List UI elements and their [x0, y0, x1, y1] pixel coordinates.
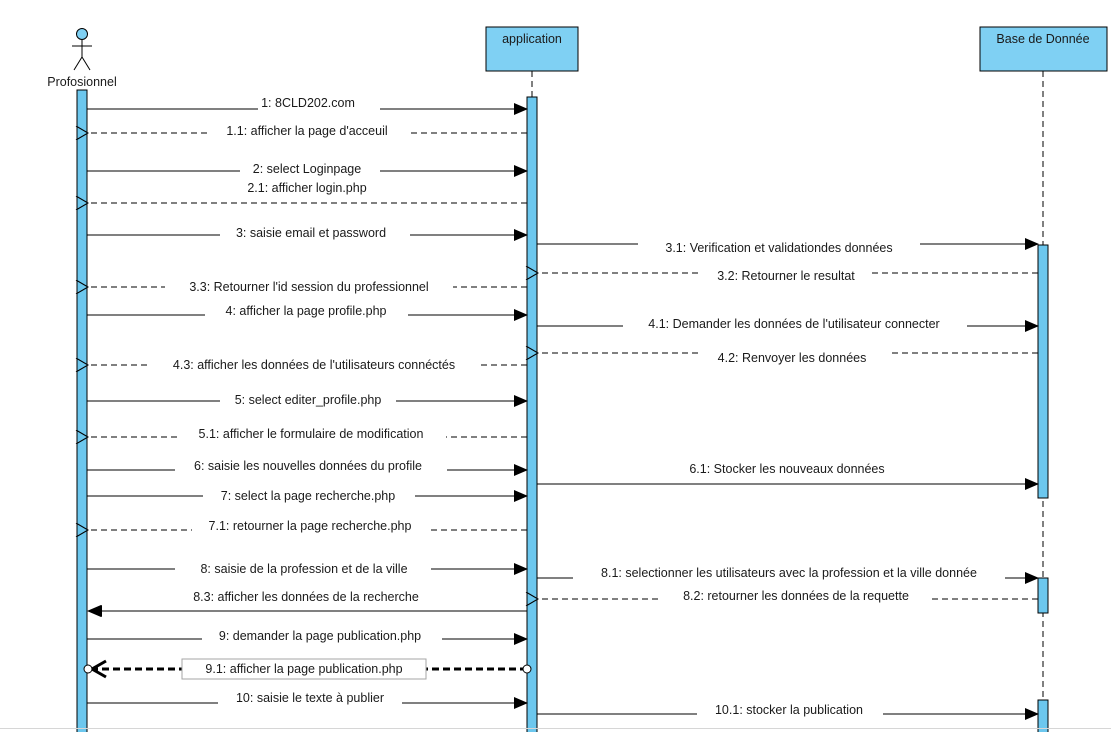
message-label: 8: saisie de la profession et de la vill… — [200, 562, 407, 576]
message-3[interactable]: 3: saisie email et password — [87, 224, 528, 242]
message-label: 9.1: afficher la page publication.php — [205, 662, 402, 676]
selection-handle-icon[interactable] — [83, 664, 93, 674]
message-4-3[interactable]: 4.3: afficher les données de l'utilisate… — [88, 356, 527, 374]
actor-head-icon — [76, 28, 88, 40]
message-6[interactable]: 6: saisie les nouvelles données du profi… — [87, 459, 528, 477]
message-7[interactable]: 7: select la page recherche.php — [87, 485, 528, 503]
actor-profosionnel[interactable]: Profosionnel — [47, 28, 117, 90]
message-4-1[interactable]: 4.1: Demander les données de l'utilisate… — [537, 316, 1039, 334]
message-9-1-selected[interactable]: 9.1: afficher la page publication.php — [83, 658, 532, 680]
message-label: 10.1: stocker la publication — [715, 703, 863, 717]
message-10-1[interactable]: 10.1: stocker la publication — [537, 703, 1039, 721]
message-label: 8.2: retourner les données de la requett… — [683, 589, 909, 603]
activation-application — [526, 96, 538, 732]
message-9[interactable]: 9: demander la page publication.php — [87, 628, 528, 646]
message-2-1[interactable]: 2.1: afficher login.php — [88, 181, 527, 203]
message-3-1[interactable]: 3.1: Verification et validationdes donné… — [537, 238, 1039, 256]
message-7-1[interactable]: 7.1: retourner la page recherche.php — [88, 517, 527, 535]
message-5[interactable]: 5: select editer_profile.php — [87, 390, 528, 408]
selection-handle-icon[interactable] — [522, 664, 532, 674]
message-5-1[interactable]: 5.1: afficher le formulaire de modificat… — [88, 426, 527, 444]
message-label: 3.3: Retourner l'id session du professio… — [189, 280, 428, 294]
message-label: 3.2: Retourner le resultat — [717, 269, 855, 283]
message-label: 1.1: afficher la page d'acceuil — [226, 124, 387, 138]
message-4-2[interactable]: 4.2: Renvoyer les données — [538, 349, 1038, 367]
message-label: 4.2: Renvoyer les données — [718, 351, 867, 365]
message-1[interactable]: 1: 8CLD202.com — [87, 95, 528, 115]
message-label: 5: select editer_profile.php — [235, 393, 382, 407]
message-label: 2: select Loginpage — [253, 162, 361, 176]
message-10[interactable]: 10: saisie le texte à publier — [87, 691, 528, 710]
message-4[interactable]: 4: afficher la page profile.php — [87, 304, 528, 322]
message-label: 3: saisie email et password — [236, 226, 386, 240]
message-label: 4.1: Demander les données de l'utilisate… — [648, 317, 939, 331]
activation-db-1 — [1037, 244, 1049, 499]
message-8[interactable]: 8: saisie de la profession et de la vill… — [87, 559, 528, 577]
message-label: 4.3: afficher les données de l'utilisate… — [173, 358, 455, 372]
message-label: 2.1: afficher login.php — [247, 181, 366, 195]
message-label: 10: saisie le texte à publier — [236, 691, 384, 705]
participant-label: application — [502, 32, 562, 46]
canvas-bottom-border — [0, 728, 1111, 729]
message-label: 5.1: afficher le formulaire de modificat… — [199, 427, 424, 441]
activation-db-3 — [1037, 699, 1049, 732]
message-3-2[interactable]: 3.2: Retourner le resultat — [538, 267, 1038, 285]
message-label: 8.3: afficher les données de la recherch… — [193, 590, 419, 604]
message-label: 9: demander la page publication.php — [219, 629, 421, 643]
message-6-1[interactable]: 6.1: Stocker les nouveaux données — [537, 462, 1039, 490]
message-3-3[interactable]: 3.3: Retourner l'id session du professio… — [88, 278, 527, 296]
participant-base-de-donnee[interactable]: Base de Donnée — [979, 26, 1108, 72]
message-label: 7: select la page recherche.php — [221, 489, 395, 503]
activation-db-2 — [1037, 577, 1049, 614]
participant-label: Base de Donnée — [996, 32, 1089, 46]
message-label: 8.1: selectionner les utilisateurs avec … — [601, 566, 977, 580]
message-8-1[interactable]: 8.1: selectionner les utilisateurs avec … — [537, 564, 1039, 584]
message-label: 7.1: retourner la page recherche.php — [209, 519, 412, 533]
actor-label: Profosionnel — [47, 75, 117, 89]
message-8-2[interactable]: 8.2: retourner les données de la requett… — [538, 588, 1038, 606]
message-2[interactable]: 2: select Loginpage — [87, 160, 528, 178]
message-1-1[interactable]: 1.1: afficher la page d'acceuil — [88, 122, 527, 140]
message-label: 1: 8CLD202.com — [261, 96, 355, 110]
message-label: 6.1: Stocker les nouveaux données — [689, 462, 884, 476]
message-label: 6: saisie les nouvelles données du profi… — [194, 459, 422, 473]
message-label: 3.1: Verification et validationdes donné… — [665, 241, 892, 255]
message-8-3[interactable]: 8.3: afficher les données de la recherch… — [87, 590, 527, 617]
message-label: 4: afficher la page profile.php — [226, 304, 387, 318]
participant-application[interactable]: application — [485, 26, 579, 72]
activation-profosionnel — [76, 89, 88, 732]
